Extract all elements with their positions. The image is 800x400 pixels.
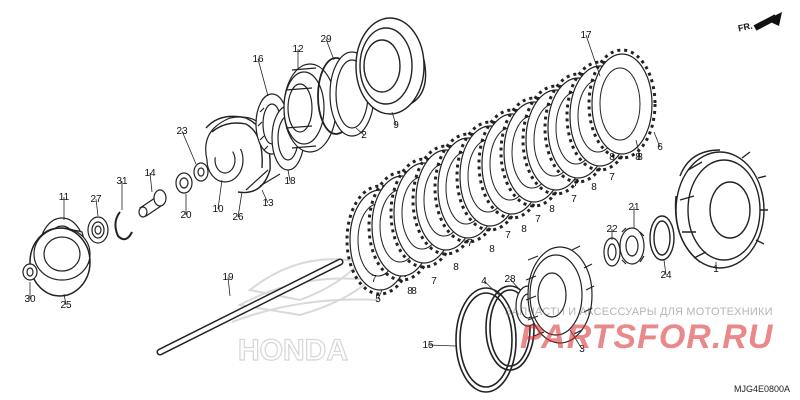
leader-lines (29, 34, 717, 350)
honda-logo-watermark: HONDA (238, 334, 348, 367)
callout-label-10: 10 (212, 204, 224, 215)
front-arrow-icon (753, 12, 782, 31)
callout-label-9: 9 (393, 120, 399, 131)
lifter-rod-part-14 (138, 189, 167, 218)
leader-line-4 (483, 280, 501, 297)
leader-line-25 (63, 293, 67, 306)
callout-label-8: 8 (637, 152, 643, 163)
washer-part-30 (22, 263, 38, 281)
clutch-plates-stack (345, 48, 657, 296)
callout-label-13: 13 (262, 198, 274, 209)
callout-label-25: 25 (60, 300, 72, 311)
callout-label-18: 18 (284, 176, 296, 187)
plate-callout-label: 7 (609, 172, 615, 183)
primary-gear-part-3 (525, 245, 595, 344)
plate-callout-label: 7 (571, 194, 577, 205)
leader-line-6 (653, 131, 661, 148)
callout-label-3: 3 (579, 344, 585, 355)
callout-label-14: 14 (144, 168, 156, 179)
leader-line-24 (663, 259, 667, 276)
leader-line-17 (585, 34, 601, 77)
plate-callout-label: 8 (591, 182, 597, 193)
washer-part-23 (193, 162, 209, 182)
leader-line-8 (635, 139, 641, 158)
outer-ring-part-9 (355, 17, 427, 115)
leader-line-13 (261, 189, 269, 204)
callout-label-11: 11 (59, 192, 70, 203)
leader-line-16 (257, 58, 269, 97)
callout-label-30: 30 (24, 294, 36, 305)
callout-label-20: 20 (180, 210, 192, 221)
bearing-part-20 (175, 172, 193, 194)
leader-line-15 (427, 344, 457, 347)
callout-label-19: 19 (222, 272, 234, 283)
bearing-part-27 (87, 216, 109, 244)
callout-label-22: 22 (606, 224, 618, 235)
plate-callout-label: 7 (467, 238, 473, 249)
lock-nut-part-21 (619, 227, 645, 265)
lifter-cover-part-11 (33, 217, 91, 281)
callout-label-24: 24 (660, 270, 672, 281)
diagram-code: MJG4E0800A (733, 384, 790, 394)
clutch-center-part-12 (283, 63, 337, 153)
leader-line-2 (355, 127, 365, 136)
callout-labels: 1234568910111213141516171819202122232425… (24, 30, 719, 355)
callout-label-6: 6 (657, 142, 663, 153)
leader-line-18 (287, 169, 291, 182)
plate-callout-label: 8 (453, 262, 459, 273)
plate-callout-label: 8 (489, 244, 495, 255)
callout-label-23: 23 (176, 126, 188, 137)
callout-label-16: 16 (252, 54, 264, 65)
shop-watermark-text: ЗАПЧАСТИ И АКСЕССУАРЫ ДЛЯ МОТОТЕХНИКИ (505, 306, 773, 318)
plate-callout-label: 8 (411, 286, 417, 297)
plate-callout-label: 7 (431, 276, 437, 287)
leader-line-9 (391, 111, 397, 126)
washer-part-22 (603, 237, 621, 267)
callout-label-31: 31 (116, 176, 128, 187)
callout-label-4: 4 (481, 276, 487, 287)
plate-callout-label: 8 (521, 224, 527, 235)
leader-line-3 (569, 329, 583, 350)
washer-part-24 (649, 215, 675, 261)
oring-part-25 (29, 227, 91, 297)
oring-part-15 (455, 287, 517, 393)
leader-line-28 (509, 278, 521, 291)
callout-label-2: 2 (361, 130, 367, 141)
plate-callout-label: 7 (573, 178, 579, 189)
shop-watermark-logo: PARTSFOR.RU (520, 318, 774, 356)
callout-label-29: 29 (320, 34, 332, 45)
plate-callout-label: 7 (535, 214, 541, 225)
callout-label-28: 28 (504, 274, 516, 285)
plate-callout-label: 8 (549, 204, 555, 215)
callout-label-21: 21 (628, 202, 640, 213)
oring-part-4 (485, 285, 535, 371)
callout-label-27: 27 (90, 194, 102, 205)
leader-line-26 (237, 191, 243, 218)
leader-line-23 (181, 130, 197, 165)
shaft-part-19 (156, 258, 344, 356)
leader-line-27 (95, 198, 99, 217)
callout-label-12: 12 (292, 44, 304, 55)
clutch-plate (587, 48, 657, 160)
callout-label-17: 17 (580, 30, 592, 41)
leader-line-14 (149, 172, 153, 193)
plate-callout-label: 8 (635, 152, 641, 163)
clutch-outer-part-1 (674, 149, 768, 269)
leader-line-5 (377, 289, 383, 300)
callout-label-5: 5 (375, 294, 381, 305)
spring-part-13 (245, 169, 281, 191)
leader-line-29 (325, 38, 335, 61)
plate-callout-label: 8 (407, 286, 413, 297)
plate-callout-label: 7 (505, 230, 511, 241)
leader-line-10 (217, 179, 223, 210)
leader-line-19 (227, 276, 231, 297)
callout-label-15: 15 (422, 340, 434, 351)
callout-label-1: 1 (713, 264, 719, 275)
callout-label-26: 26 (232, 212, 244, 223)
plate-callout-label: 8 (609, 152, 615, 163)
circlip-part-31 (114, 211, 133, 241)
plate-callout-label: 7 (371, 274, 377, 285)
